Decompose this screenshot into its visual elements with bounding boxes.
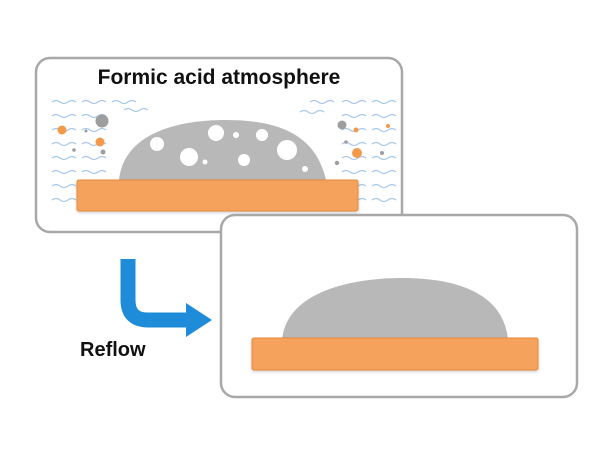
wave-mark bbox=[371, 113, 397, 119]
wave-mark bbox=[371, 141, 397, 147]
wave-mark bbox=[341, 113, 367, 119]
particle bbox=[353, 127, 359, 133]
wave-mark bbox=[371, 183, 397, 189]
particle bbox=[84, 129, 88, 133]
wave-mark bbox=[371, 155, 397, 161]
wave-mark bbox=[51, 155, 77, 161]
particle bbox=[95, 137, 105, 147]
particle bbox=[334, 160, 340, 166]
reflow-arrow bbox=[120, 259, 212, 337]
wave-mark bbox=[341, 155, 367, 161]
wave-mark bbox=[51, 197, 77, 203]
wave-mark bbox=[51, 169, 77, 175]
void-bubble bbox=[238, 154, 250, 166]
particle bbox=[95, 114, 109, 128]
reflow-arrow-shaft bbox=[120, 259, 190, 328]
wave-mark bbox=[81, 155, 107, 161]
panel-title: Formic acid atmosphere bbox=[98, 66, 341, 89]
reflow-label: Reflow bbox=[80, 339, 146, 361]
void-bubble bbox=[180, 148, 198, 166]
void-bubble bbox=[256, 129, 268, 141]
after-substrate bbox=[251, 337, 539, 371]
wave-mark bbox=[51, 113, 77, 119]
wave-mark bbox=[81, 99, 107, 105]
wave-mark bbox=[341, 169, 367, 175]
wave-mark bbox=[111, 99, 137, 105]
void-bubble bbox=[150, 137, 164, 151]
wave-mark bbox=[371, 99, 397, 105]
solder-ball-with-voids bbox=[119, 120, 326, 180]
particle bbox=[380, 151, 384, 155]
wave-mark bbox=[299, 109, 325, 115]
particle bbox=[57, 125, 67, 135]
particle bbox=[344, 140, 348, 144]
after-reflow-panel bbox=[219, 213, 579, 399]
wave-mark bbox=[81, 169, 107, 175]
void-bubble bbox=[208, 125, 224, 141]
particle bbox=[386, 124, 390, 128]
wave-mark bbox=[123, 107, 149, 113]
particle bbox=[352, 148, 362, 158]
particle bbox=[72, 148, 76, 152]
void-bubble bbox=[233, 132, 239, 138]
solder-voids bbox=[150, 125, 308, 172]
reflowed-solder bbox=[282, 278, 508, 340]
wave-mark bbox=[51, 141, 77, 147]
void-bubble bbox=[202, 159, 208, 165]
void-bubble bbox=[277, 140, 297, 160]
wave-mark bbox=[51, 183, 77, 189]
wave-mark bbox=[81, 127, 107, 133]
wave-mark bbox=[341, 99, 367, 105]
wave-mark bbox=[51, 99, 77, 105]
before-reflow-panel: Formic acid atmosphere bbox=[34, 56, 404, 234]
void-bubble bbox=[302, 166, 308, 172]
wave-mark bbox=[371, 169, 397, 175]
wave-mark bbox=[371, 197, 397, 203]
wave-mark bbox=[309, 99, 335, 105]
particle bbox=[100, 149, 106, 155]
floating-particles bbox=[57, 114, 390, 166]
particle bbox=[337, 120, 347, 130]
reflow-arrow-head bbox=[186, 303, 212, 337]
wave-mark bbox=[371, 127, 397, 133]
before-substrate bbox=[76, 179, 359, 212]
